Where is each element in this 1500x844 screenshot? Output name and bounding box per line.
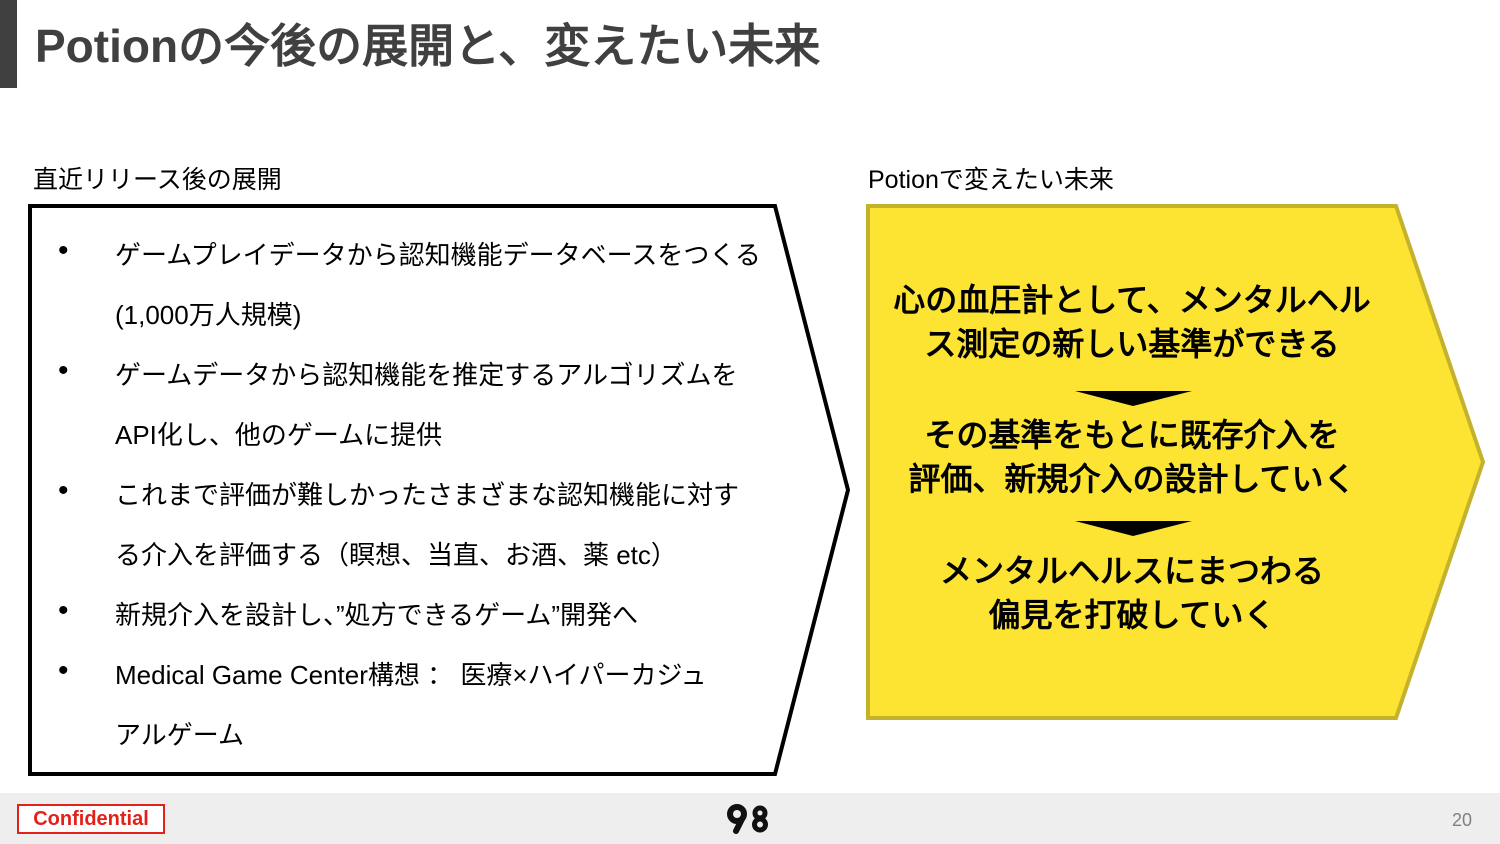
bullet-dot: •	[58, 654, 69, 687]
bullet-item: • ゲームデータから認知機能を推定するアルゴリズムを API化し、他のゲームに提…	[0, 345, 800, 465]
bullet-line: • 新規介入を設計し、”処方できるゲーム”開発へ	[0, 585, 800, 645]
slide-footer: Confidential 20	[0, 793, 1500, 844]
left-panel-heading: 直近リリース後の展開	[33, 166, 282, 194]
bullet-dot: •	[58, 594, 69, 627]
bullet-text: (1,000万人規模)	[115, 300, 302, 330]
bullet-list: • ゲームプレイデータから認知機能データベースをつくる (1,000万人規模) …	[0, 225, 800, 765]
bullet-line: • ゲームプレイデータから認知機能データベースをつくる	[0, 225, 800, 285]
bullet-dot: •	[58, 474, 69, 507]
bullet-text: アルゲーム	[115, 720, 244, 750]
bullet-line: (1,000万人規模)	[0, 285, 800, 345]
bullet-item: • Medical Game Center構想 ： 医療×ハイパーカジュ アルゲ…	[0, 645, 800, 765]
bullet-line: • Medical Game Center構想 ： 医療×ハイパーカジュ	[0, 645, 800, 705]
statement-line: その基準をもとに既存介入を	[924, 417, 1340, 453]
bullet-line: る介入を評価する（瞑想、当直、お酒、薬 etc）	[0, 525, 800, 585]
future-statement-2: その基準をもとに既存介入を 評価、新規介入の設計していく	[868, 413, 1396, 501]
bullet-item: • これまで評価が難しかったさまざまな認知機能に対す る介入を評価する（瞑想、当…	[0, 465, 800, 585]
statement-line: ス測定の新しい基準ができる	[924, 326, 1340, 362]
bullet-dot: •	[58, 234, 69, 267]
bullet-text: API化し、他のゲームに提供	[115, 420, 443, 450]
left-panel-shape	[28, 204, 851, 776]
bullet-line: API化し、他のゲームに提供	[0, 405, 800, 465]
right-panel-shape	[866, 204, 1486, 720]
bullet-dot: •	[58, 354, 69, 387]
right-panel-heading: Potionで変えたい未来	[868, 166, 1114, 194]
bullet-text: ゲームデータから認知機能を推定するアルゴリズムを	[115, 360, 738, 390]
bullet-line: • これまで評価が難しかったさまざまな認知機能に対す	[0, 465, 800, 525]
down-triangle-icon	[1075, 521, 1192, 536]
bullet-item: • ゲームプレイデータから認知機能データベースをつくる (1,000万人規模)	[0, 225, 800, 345]
bullet-text: これまで評価が難しかったさまざまな認知機能に対す	[115, 480, 740, 510]
statement-line: 心の血圧計として、メンタルヘル	[893, 282, 1371, 318]
down-triangle-icon	[1075, 391, 1192, 406]
slide-title: Potionの今後の展開と、変えたい未来	[35, 20, 821, 72]
statement-line: 偏見を打破していく	[988, 597, 1276, 633]
company-logo-icon	[727, 804, 768, 834]
page-number: 20	[1451, 810, 1472, 830]
title-accent-bar	[0, 0, 17, 88]
future-statement-1: 心の血圧計として、メンタルヘル ス測定の新しい基準ができる	[868, 278, 1396, 366]
bullet-text: ゲームプレイデータから認知機能データベースをつくる	[115, 240, 761, 270]
bullet-line: アルゲーム	[0, 705, 800, 765]
bullet-line: • ゲームデータから認知機能を推定するアルゴリズムを	[0, 345, 800, 405]
bullet-text: Medical Game Center構想 ： 医療×ハイパーカジュ	[115, 660, 707, 690]
bullet-item: • 新規介入を設計し、”処方できるゲーム”開発へ	[0, 585, 800, 645]
bullet-text: る介入を評価する（瞑想、当直、お酒、薬 etc）	[115, 540, 677, 570]
right-panel-border	[866, 204, 1486, 720]
confidential-badge: Confidential	[17, 804, 165, 834]
statement-line: 評価、新規介入の設計していく	[908, 461, 1356, 497]
bullet-text: 新規介入を設計し、”処方できるゲーム”開発へ	[115, 600, 639, 630]
left-panel-border	[28, 204, 851, 776]
statement-line: メンタルヘルスにまつわる	[939, 553, 1324, 589]
future-statement-3: メンタルヘルスにまつわる 偏見を打破していく	[868, 549, 1396, 637]
